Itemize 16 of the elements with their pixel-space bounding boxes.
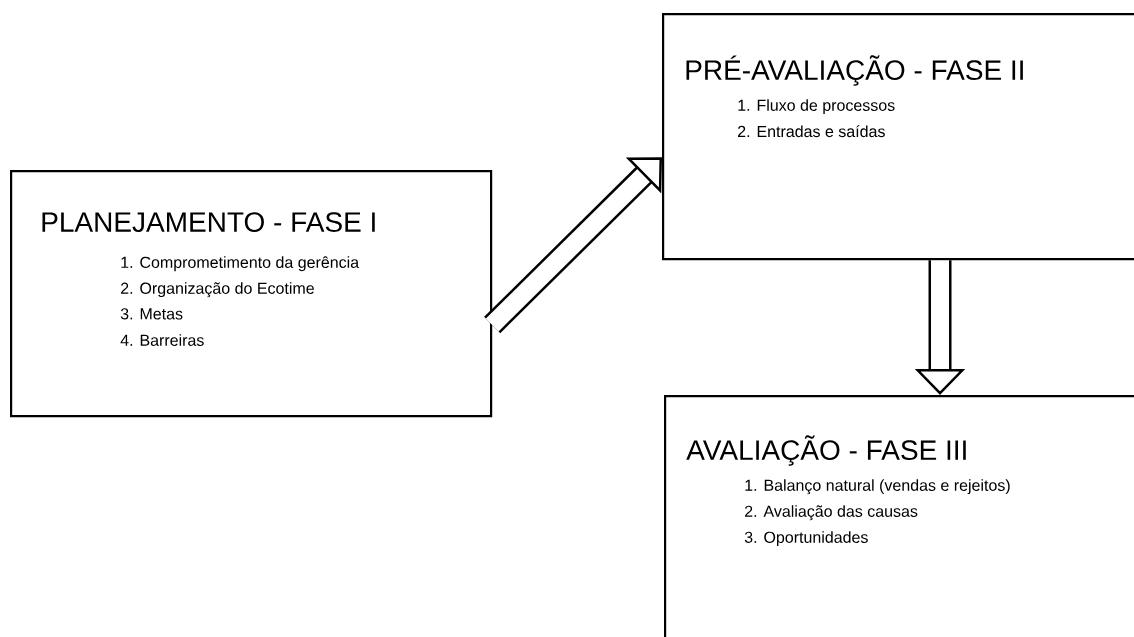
list-item: 2. Avaliação das causas: [745, 505, 918, 521]
process-box: [10, 170, 493, 418]
heading: PLANEJAMENTO - FASE I: [42, 212, 375, 232]
process-box: [664, 395, 1134, 637]
process-box: [662, 13, 1134, 261]
list-item: 2. Entradas e saídas: [738, 125, 885, 138]
list-item: 2. Organização do Ecotime: [121, 282, 314, 298]
list-item: 3. Metas: [120, 308, 183, 320]
list-item: 1. Fluxo de processos: [738, 99, 895, 115]
list-item: 1. Balanço natural (vendas e rejeitos): [745, 479, 1010, 495]
heading: PRÉ-AVALIAÇÃO - FASE II: [686, 55, 1023, 86]
list-item: 3. Oportunidades: [744, 531, 868, 547]
heading: AVALIAÇÃO - FASE III: [686, 435, 966, 466]
list-item: 1. Comprometimento da gerência: [121, 256, 360, 272]
list-item: 4. Barreiras: [120, 334, 204, 346]
block-arrow: [484, 157, 662, 334]
